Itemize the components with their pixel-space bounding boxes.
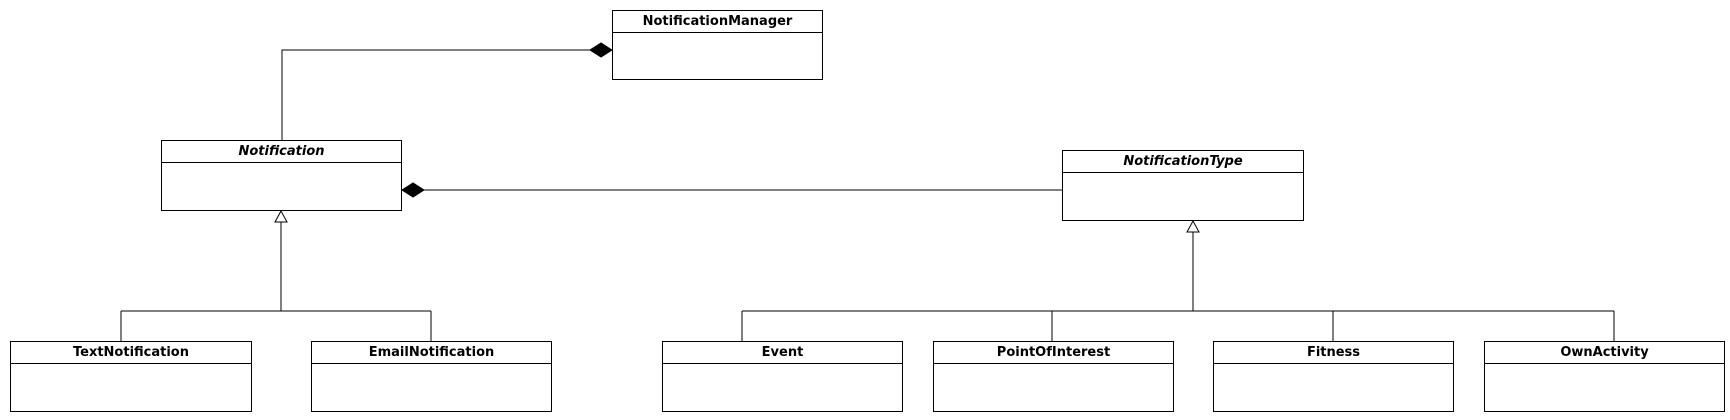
generalization-arrow-notification-type bbox=[1186, 219, 1200, 233]
class-name-text-notification: TextNotification bbox=[11, 342, 251, 364]
class-name-point-of-interest: PointOfInterest bbox=[934, 342, 1173, 364]
class-name-notification-manager: NotificationManager bbox=[613, 11, 822, 33]
composition-diamond-manager bbox=[589, 42, 613, 58]
class-notification[interactable]: Notification bbox=[161, 140, 402, 211]
class-name-event: Event bbox=[663, 342, 902, 364]
generalization-arrow-notification bbox=[274, 209, 288, 223]
class-name-notification-type: NotificationType bbox=[1063, 151, 1303, 173]
class-notification-type[interactable]: NotificationType bbox=[1062, 150, 1304, 221]
class-body-own-activity bbox=[1485, 364, 1724, 410]
class-body-point-of-interest bbox=[934, 364, 1173, 410]
class-body-text-notification bbox=[11, 364, 251, 410]
composition-line-manager-notification bbox=[281, 49, 590, 140]
class-event[interactable]: Event bbox=[662, 341, 903, 412]
class-body-notification-type bbox=[1063, 173, 1303, 219]
class-body-event bbox=[663, 364, 902, 410]
class-name-email-notification: EmailNotification bbox=[312, 342, 551, 364]
class-body-notification bbox=[162, 163, 401, 209]
class-name-notification: Notification bbox=[162, 141, 401, 163]
class-email-notification[interactable]: EmailNotification bbox=[311, 341, 552, 412]
class-fitness[interactable]: Fitness bbox=[1213, 341, 1454, 412]
class-name-own-activity: OwnActivity bbox=[1485, 342, 1724, 364]
class-body-email-notification bbox=[312, 364, 551, 410]
composition-diamond-notification bbox=[401, 182, 425, 198]
class-point-of-interest[interactable]: PointOfInterest bbox=[933, 341, 1174, 412]
class-own-activity[interactable]: OwnActivity bbox=[1484, 341, 1725, 412]
class-body-fitness bbox=[1214, 364, 1453, 410]
class-text-notification[interactable]: TextNotification bbox=[10, 341, 252, 412]
class-body-notification-manager bbox=[613, 33, 822, 79]
class-notification-manager[interactable]: NotificationManager bbox=[612, 10, 823, 80]
class-name-fitness: Fitness bbox=[1214, 342, 1453, 364]
